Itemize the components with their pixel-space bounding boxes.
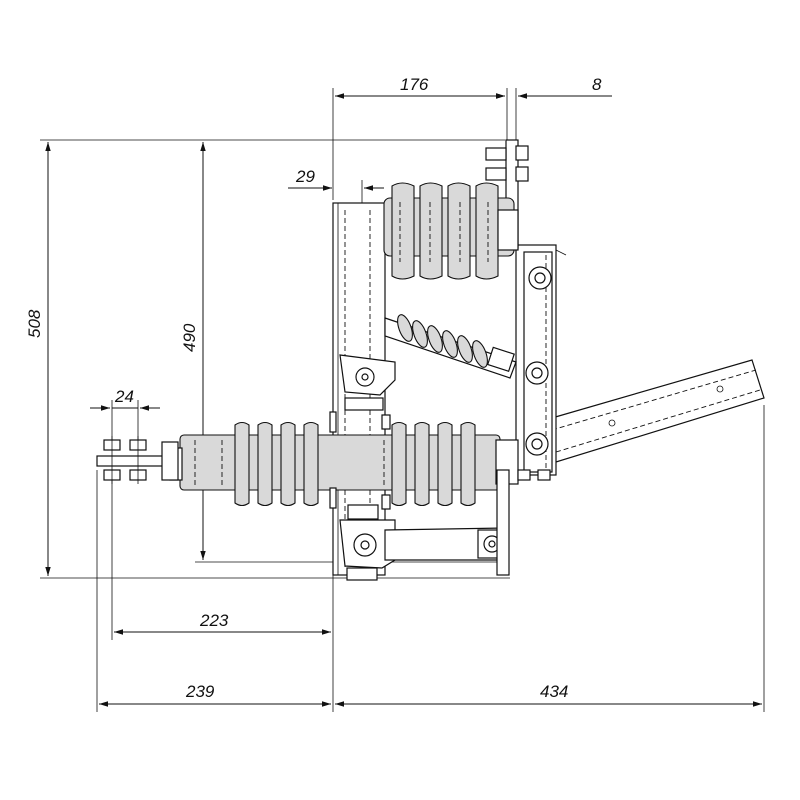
dim-434-label: 434 <box>540 682 568 701</box>
left-terminal <box>96 436 179 484</box>
right-bracket <box>485 139 567 476</box>
lower-lever <box>339 469 510 581</box>
dim-239-label: 239 <box>185 682 215 701</box>
frame-bolts <box>329 411 551 510</box>
dim-8-label: 8 <box>592 75 602 94</box>
diagonal-insulator <box>384 314 517 379</box>
mounting-arm <box>544 359 765 463</box>
dim-490-label: 490 <box>180 323 199 352</box>
dim-24-label: 24 <box>114 387 134 406</box>
dim-223-label: 223 <box>199 611 229 630</box>
top-insulator <box>383 182 519 280</box>
dim-176-label: 176 <box>400 75 429 94</box>
dim-508-label: 508 <box>25 309 44 338</box>
upper-lever <box>339 354 396 411</box>
dim-29-label: 29 <box>295 167 315 186</box>
